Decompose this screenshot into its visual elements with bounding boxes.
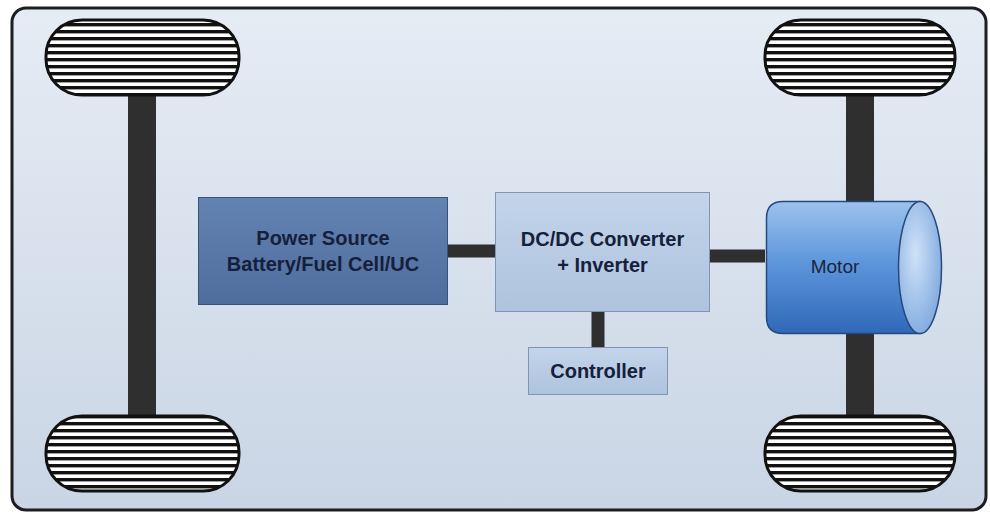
chassis-outline [12,8,986,510]
node-label: Motor [811,255,860,280]
front-axle [128,92,156,418]
motor-cylinder: Motor [765,200,943,335]
node-label: Controller [550,358,646,384]
converter-box: DC/DC Converter + Inverter [495,192,710,312]
node-heading: Power Source [256,225,389,251]
power-source-box: Power SourceBattery/Fuel Cell/UC [198,197,448,305]
wheel [765,20,955,95]
wheel [46,20,239,95]
node-label: Battery/Fuel Cell/UC [227,251,419,277]
wheel [765,416,955,491]
node-label: DC/DC Converter + Inverter [514,226,691,278]
controller-box: Controller [528,347,668,395]
power-link [710,250,765,263]
wheel [46,416,239,491]
power-link [592,312,605,347]
power-link [448,245,495,258]
